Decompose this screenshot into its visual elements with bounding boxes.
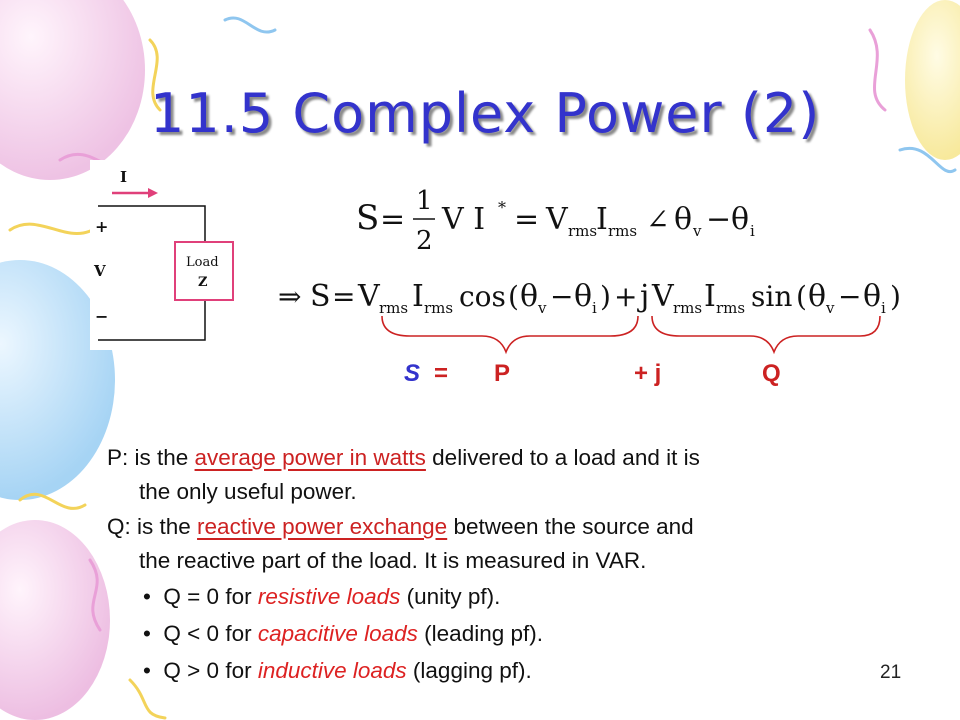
eq1-conjugate-star: * (498, 198, 506, 217)
slide-title: 11.5 Complex Power (2) (150, 82, 821, 145)
eq1-equals: = (380, 202, 405, 237)
bullet-suffix: (lagging pf). (406, 658, 532, 683)
page-number: 21 (880, 662, 902, 683)
eq2-theta-i-1: θ (574, 279, 592, 314)
eq2-theta-v-1: θ (520, 279, 538, 314)
eq1-i-sub: rms (608, 222, 637, 240)
eq1-v-sub: rms (568, 222, 597, 240)
bullet-prefix: Q < 0 for (163, 621, 258, 646)
balloon-left-blue (0, 260, 115, 500)
q-definition-highlight: reactive power exchange (197, 514, 448, 539)
q-definition-line-2: the reactive part of the load. It is mea… (139, 548, 647, 573)
eq2-theta-v-2-sub: v (825, 299, 835, 317)
impedance-label: Z (198, 275, 208, 290)
eq2-sin: sin (751, 280, 792, 313)
eq2-plus: + (614, 280, 637, 313)
eq2-j: j (637, 279, 649, 314)
eq2-minus-1: − (550, 280, 573, 313)
eq2-i-2: I (704, 279, 716, 314)
eq1-numerator: 1 (416, 186, 433, 216)
load-label: Load (186, 255, 219, 270)
plus-label: + (95, 217, 108, 236)
circuit-diagram: I + V − Load Z (90, 160, 250, 350)
current-label: I (120, 168, 127, 186)
eq2-theta-i-2-sub: i (881, 299, 886, 317)
brace-real-part (381, 315, 639, 355)
eq2-close-paren-1: ) (600, 280, 611, 313)
eq2-v-2: V (651, 279, 675, 314)
bullet-item: • Q < 0 for capacitive loads (leading pf… (143, 617, 543, 651)
eq2-equals: = (332, 280, 355, 313)
summary-s: S (404, 360, 421, 387)
minus-label: − (95, 307, 108, 326)
balloon-top-right-yellow (905, 0, 960, 160)
bullet-prefix: Q = 0 for (163, 584, 258, 609)
eq1-theta-i: θ (731, 202, 749, 237)
bullet-emphasis: capacitive loads (257, 621, 418, 646)
brace-imaginary-part (651, 315, 881, 355)
summary-plus-j: + j (634, 360, 662, 387)
eq1-v: V (545, 202, 569, 237)
underbraces (381, 315, 881, 355)
eq2-cos: cos (459, 280, 506, 313)
bullet-prefix: Q > 0 for (163, 658, 258, 683)
eq2-implies: ⇒ (278, 280, 301, 313)
eq1-vi: V I (441, 202, 485, 237)
eq1-minus: − (706, 202, 731, 237)
bullet-item: • Q = 0 for resistive loads (unity pf). (143, 580, 500, 614)
eq1-theta-i-sub: i (750, 222, 755, 240)
eq2-i-2-sub: rms (716, 299, 745, 317)
q-definition-suffix: between the source and (447, 514, 694, 539)
eq2-open-paren-1: ( (508, 280, 519, 313)
bullet-icon: • (143, 584, 151, 609)
eq1-theta-v-sub: v (692, 222, 702, 240)
eq1-equals-2: = (514, 202, 539, 237)
summary-equals: = (434, 360, 449, 387)
p-definition-line-2: the only useful power. (139, 479, 357, 504)
p-definition-suffix: delivered to a load and it is (425, 445, 700, 470)
eq1-i: I (596, 202, 608, 237)
balloon-bottom-left-pink (0, 520, 110, 720)
eq2-v-2-sub: rms (673, 299, 702, 317)
summary-q: Q (762, 360, 781, 387)
q-definition-line-1: Q: is the reactive power exchange betwee… (107, 510, 694, 544)
eq1-denominator: 2 (416, 226, 433, 256)
eq1-angle: ∠ (646, 203, 669, 236)
eq1-theta-v: θ (674, 202, 692, 237)
current-arrow-icon (148, 188, 158, 198)
eq2-i: I (412, 279, 424, 314)
summary-p: P (494, 360, 511, 387)
bullet-item: • Q > 0 for inductive loads (lagging pf)… (143, 654, 532, 688)
bullet-icon: • (143, 658, 151, 683)
eq2-theta-v-2: θ (808, 279, 826, 314)
bullet-icon: • (143, 621, 151, 646)
bullet-emphasis: resistive loads (257, 584, 401, 609)
eq2-theta-i-1-sub: i (592, 299, 597, 317)
eq2-theta-i-2: θ (863, 279, 881, 314)
voltage-label: V (93, 262, 106, 280)
eq2-theta-v-1-sub: v (537, 299, 547, 317)
p-definition-highlight: average power in watts (194, 445, 426, 470)
load-box (174, 241, 234, 301)
eq2-s: S (310, 279, 331, 314)
bullet-suffix: (leading pf). (417, 621, 543, 646)
eq2-i-sub: rms (424, 299, 453, 317)
equation-complex-power: S = 1 2 V I * = V rms I rms ∠ θ v − θ i (356, 186, 755, 256)
eq2-v: V (357, 279, 381, 314)
eq2-close-paren-2: ) (890, 280, 901, 313)
eq2-open-paren-2: ( (796, 280, 807, 313)
p-definition-prefix: P: is the (107, 445, 195, 470)
p-definition-line-1: P: is the average power in watts deliver… (107, 441, 700, 475)
balloon-top-left (0, 0, 145, 180)
eq2-v-sub: rms (379, 299, 408, 317)
equation-complex-power-expanded: ⇒ S = V rms I rms cos ( θ v − θ i ) + j … (278, 279, 901, 317)
bullet-suffix: (unity pf). (400, 584, 501, 609)
bullet-emphasis: inductive loads (257, 658, 407, 683)
q-definition-prefix: Q: is the (107, 514, 198, 539)
eq1-s: S (356, 198, 379, 238)
eq2-minus-2: − (838, 280, 861, 313)
